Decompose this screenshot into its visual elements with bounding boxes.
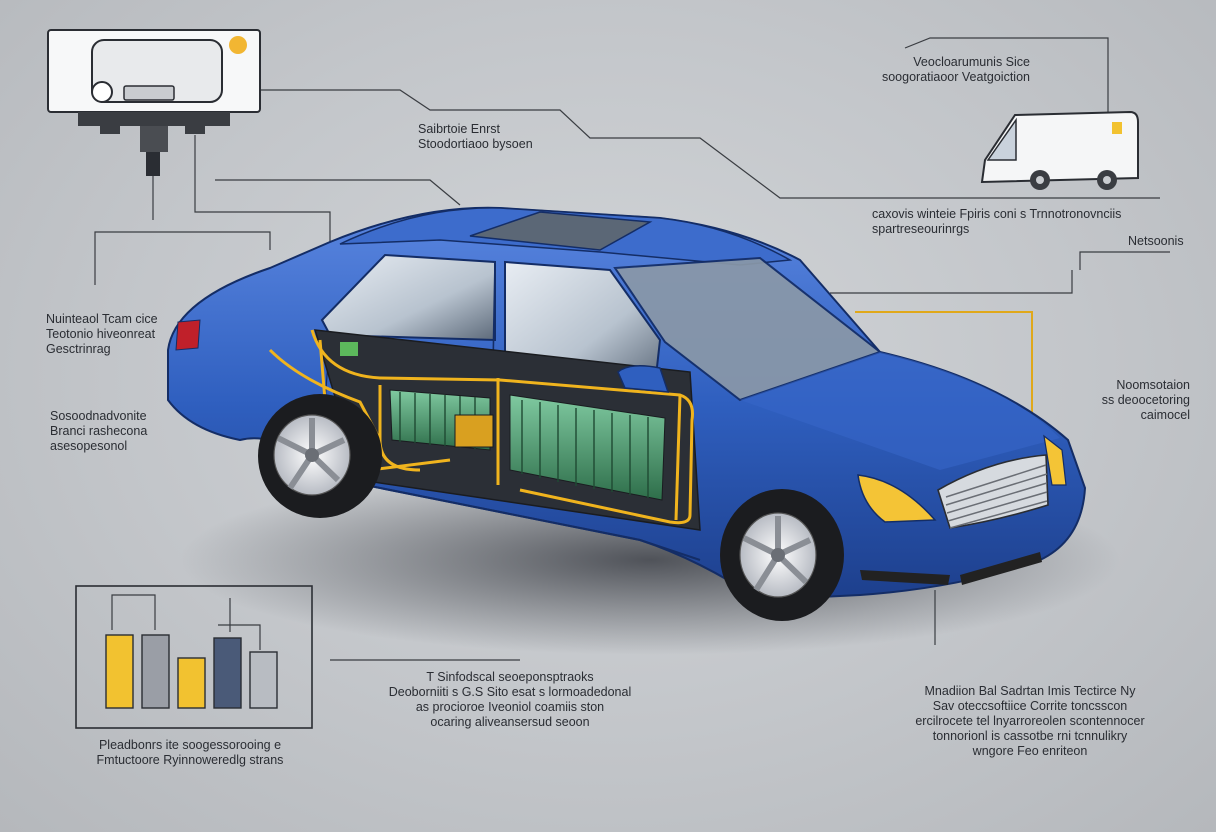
battery-pack-icon: [340, 342, 666, 501]
label-line: Branci rashecona: [50, 424, 148, 438]
label-line: Sav oteccsoftiice Corrite toncsscon: [932, 699, 1128, 713]
bar-chart-connector: [218, 624, 261, 650]
label-line: Fmtuctoore Ryinnoweredlg strans: [96, 753, 284, 767]
label-left-upper: Nuinteaol Tcam cice Teotonio hiveonreat …: [46, 312, 158, 357]
delivery-van-icon: [980, 110, 1139, 190]
leader-line: [1079, 251, 1170, 270]
label-line: as procioroe Iveoniol coamiis ston: [415, 700, 605, 714]
label-line: soogoratiaoor Veatgoiction: [881, 70, 1030, 84]
label-line: tonnorionl is cassotbe rni tcnnulikry: [932, 729, 1128, 743]
label-line: wngore Feo enriteon: [972, 744, 1088, 758]
chart-bar: [213, 637, 242, 709]
bar-chart-icon: [105, 634, 278, 709]
leader-line: [215, 179, 461, 206]
leader-line: [260, 89, 1160, 199]
label-mid-right: caxovis winteie Fpiris coni s Trnnotrono…: [872, 207, 1121, 237]
charging-station-icon: [47, 29, 261, 176]
label-line: Noomsotaion: [1116, 378, 1190, 392]
label-line: Pleadbonrs ite soogessorooing e: [98, 738, 282, 752]
label-left-lower: Sosoodnadvonite Branci rashecona asesope…: [50, 409, 147, 454]
label-top-center: Saibrtoie Enrst Stoodortiaoo bysoen: [418, 122, 533, 152]
leader-line: [830, 270, 1073, 294]
label-line: Mnadiion Bal Sadrtan Imis Tectirce Ny: [924, 684, 1136, 698]
bar-chart-connector: [111, 594, 156, 630]
label-line: Teotonio hiveonreat: [46, 327, 156, 341]
chart-bar: [141, 634, 170, 709]
label-line: Nuinteaol Tcam cice: [46, 312, 158, 326]
sedan-car-icon: [167, 206, 1087, 621]
label-line: Saibrtoie Enrst: [418, 122, 500, 136]
leader-line: [94, 231, 271, 285]
label-line: ocaring aliveansersud seoon: [430, 715, 590, 729]
chart-bar: [177, 657, 206, 709]
label-line: Gesctrinrag: [46, 342, 111, 356]
label-line: caimocel: [1140, 408, 1190, 422]
label-right-bottom: Mnadiion Bal Sadrtan Imis Tectirce Ny Sa…: [880, 684, 1180, 759]
chart-bar: [249, 651, 278, 709]
bar-chart-frame: [75, 585, 313, 729]
label-line: ss deoocetoring: [1101, 393, 1190, 407]
label-line: asesopesonol: [50, 439, 128, 453]
label-mid-right-extra: Netsoonis: [1128, 234, 1184, 248]
leader-line: [904, 37, 1109, 112]
label-center-bottom: T Sinfodscal seoeponsptraoks Deoborniiti…: [360, 670, 660, 730]
label-line: spartreseourinrgs: [872, 222, 970, 236]
label-line: Stoodortiaoo bysoen: [418, 137, 533, 151]
label-line: Deoborniiti s G.S Sito esat s lormoadedo…: [388, 685, 632, 699]
label-line: caxovis winteie Fpiris coni s Trnnotrono…: [872, 207, 1122, 221]
chart-bar: [105, 634, 134, 709]
label-line: Veocloarumunis Sice: [913, 55, 1030, 69]
label-line: ercilrocete tel lnyarroreolen scontennoc…: [915, 714, 1145, 728]
label-top-right: Veocloarumunis Sice soogoratiaoor Veatgo…: [790, 55, 1030, 85]
leader-lines: [94, 37, 1170, 661]
label-right-mid: Noomsotaion ss deoocetoring caimocel: [1060, 378, 1190, 423]
label-left-bottom: Pleadbonrs ite soogessorooing e Fmtuctoo…: [70, 738, 310, 768]
battery-cable-leader: [855, 311, 1033, 440]
label-line: T Sinfodscal seoeponsptraoks: [426, 670, 594, 684]
label-line: Sosoodnadvonite: [50, 409, 147, 423]
leader-line: [194, 135, 331, 250]
